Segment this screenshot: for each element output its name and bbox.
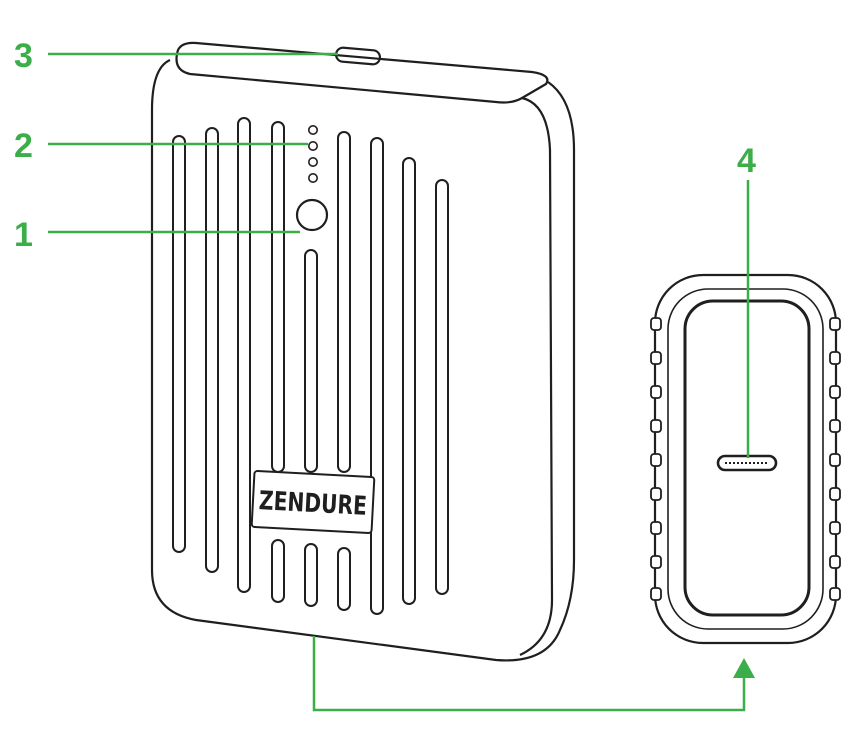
vent-slot xyxy=(271,121,285,473)
brand-plate: ZENDURE xyxy=(250,470,376,534)
vent-slot xyxy=(237,117,251,593)
side-inner-shell xyxy=(667,288,824,630)
callout-number-3: 3 xyxy=(14,37,33,75)
led-indicator xyxy=(307,125,318,136)
vent-slot xyxy=(304,543,318,607)
vent-slot xyxy=(337,547,351,611)
vent-slot xyxy=(304,249,318,473)
power-button xyxy=(295,198,329,232)
vent-slots xyxy=(172,117,449,615)
power-bank-side xyxy=(653,273,838,645)
top-rim xyxy=(175,41,549,104)
vent-slot xyxy=(337,131,351,473)
callout-numbers: 3 2 1 4 xyxy=(14,37,756,254)
led-indicators xyxy=(307,125,318,184)
side-grip-bumps xyxy=(650,317,841,601)
vent-slot xyxy=(205,127,219,573)
callout-number-1: 1 xyxy=(14,216,33,254)
callout-number-4: 4 xyxy=(737,142,756,180)
vent-slot xyxy=(402,157,416,605)
callout-lines xyxy=(48,52,750,712)
led-indicator xyxy=(307,141,318,152)
body-side-edge xyxy=(519,96,554,656)
callout-number-2: 2 xyxy=(14,127,33,165)
led-indicator xyxy=(307,173,318,184)
led-indicator xyxy=(307,157,318,168)
brand-logo-text: ZENDURE xyxy=(258,486,367,522)
vent-slot xyxy=(271,539,285,603)
vent-slot xyxy=(172,135,186,553)
vent-slot xyxy=(370,137,384,615)
power-bank-front xyxy=(150,41,576,662)
arrow-up-icon xyxy=(733,658,755,678)
vent-slot xyxy=(435,179,449,595)
body-outline xyxy=(150,58,576,662)
connector-line xyxy=(312,636,746,712)
